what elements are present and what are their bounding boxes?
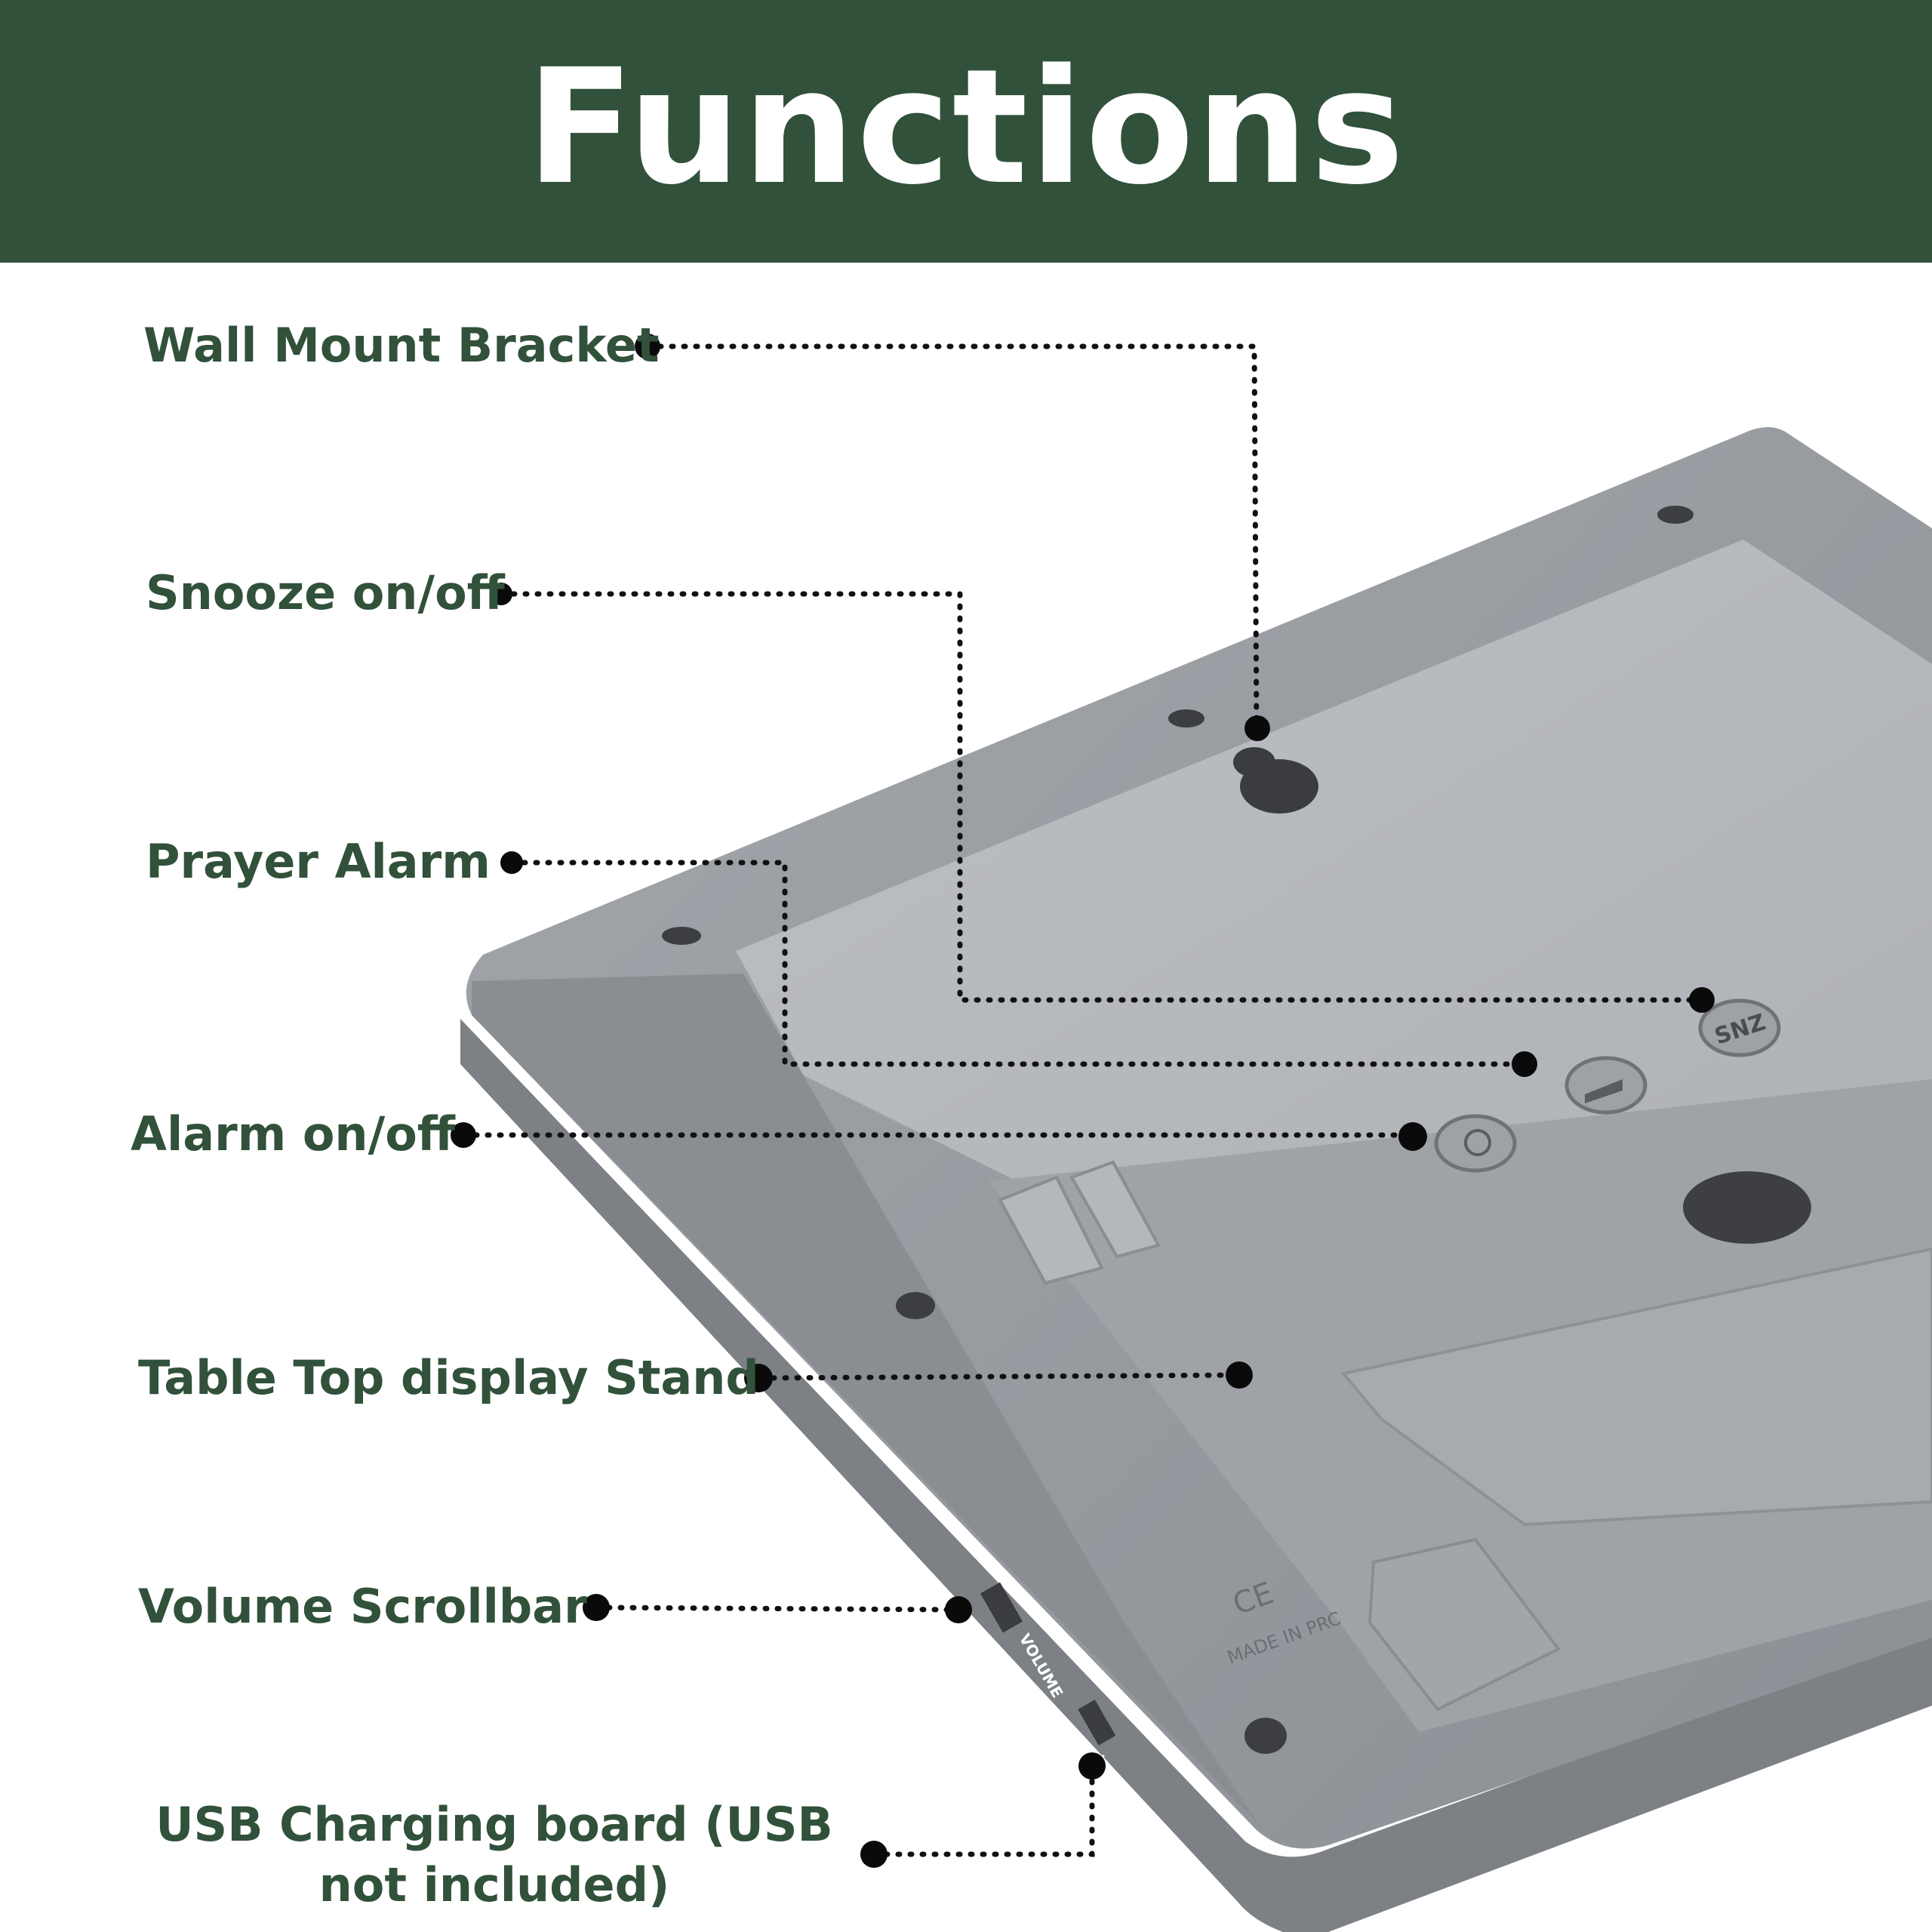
alarm-clock-icon — [1464, 1129, 1491, 1156]
label-volume-scrollbar: Volume Scrollbar — [138, 1579, 587, 1634]
label-alarm: Alarm on/off — [131, 1106, 456, 1161]
alarm-button[interactable] — [1434, 1114, 1517, 1173]
battery-cover — [1340, 1247, 1932, 1527]
screw-hole — [1244, 1718, 1287, 1754]
device-left-bevel — [472, 974, 1260, 1826]
screw-hole — [1168, 709, 1204, 728]
label-prayer-alarm: Prayer Alarm — [146, 834, 491, 889]
label-table-top-stand: Table Top display Stand — [138, 1350, 759, 1405]
screw-hole — [1657, 506, 1694, 524]
screw-hole — [662, 927, 701, 945]
usb-port — [1078, 1700, 1116, 1746]
label-snooze: Snooze on/off — [146, 565, 505, 620]
screw-hole — [896, 1292, 935, 1319]
mosque-icon — [1585, 1079, 1623, 1103]
label-usb-charging-board: USB Charging board (USB not included) — [155, 1797, 833, 1912]
snooze-button[interactable]: SNZ — [1698, 998, 1781, 1057]
stand-slot-left — [998, 1175, 1104, 1285]
header-banner: Functions — [0, 0, 1932, 263]
page-title: Functions — [526, 35, 1406, 220]
volume-wheel — [980, 1582, 1023, 1633]
stand-slot-right — [1069, 1160, 1161, 1259]
stand-foot — [1367, 1537, 1561, 1712]
prayer-alarm-button[interactable] — [1564, 1056, 1647, 1115]
stand-notch — [1683, 1171, 1811, 1244]
label-wall-mount-bracket: Wall Mount Bracket — [143, 318, 660, 373]
